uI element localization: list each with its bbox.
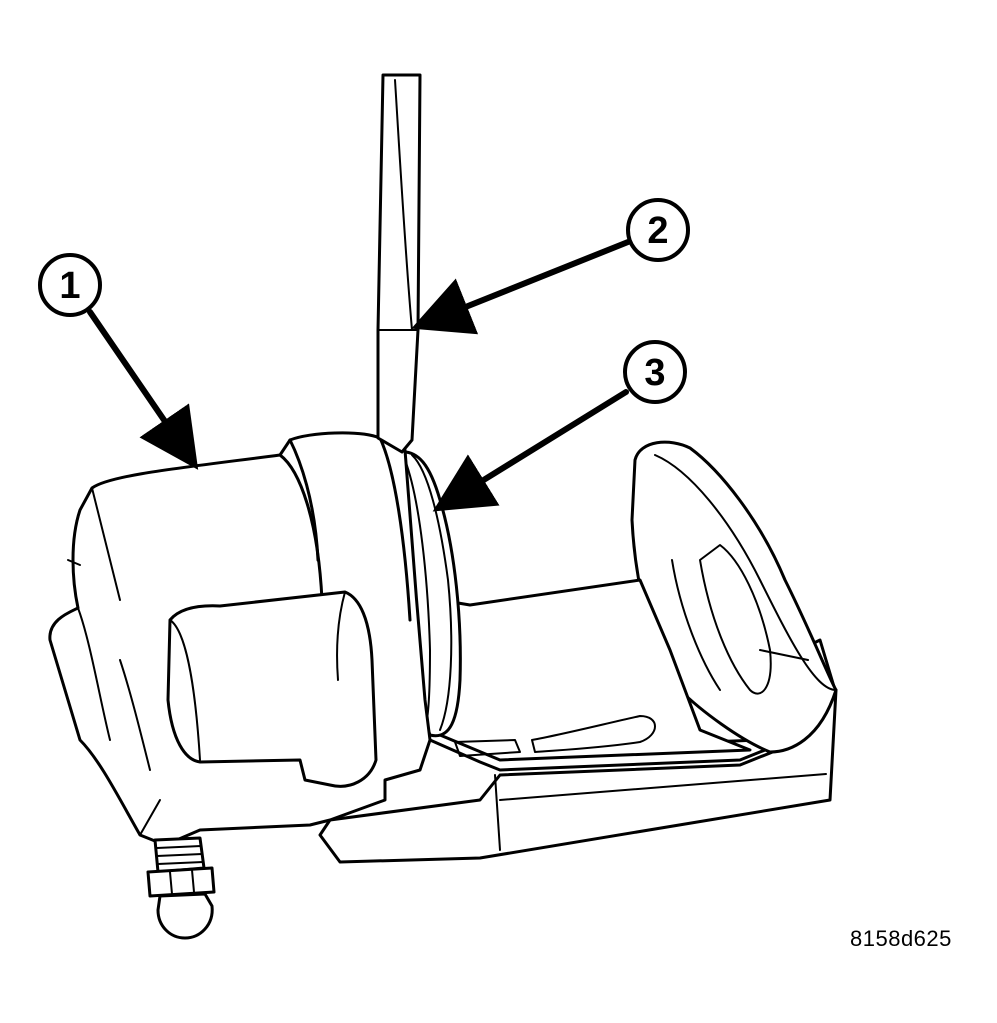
callout-2: 2 (626, 198, 690, 262)
leader-line-3 (432, 389, 629, 512)
leader-line-1 (87, 309, 199, 470)
caliper-housing (48, 431, 432, 847)
leader-line-2 (411, 239, 631, 335)
callout-circle-3 (623, 340, 687, 404)
callout-number-1: 1 (59, 265, 80, 307)
callout-1: 1 (38, 253, 102, 317)
callout-number-3: 3 (644, 352, 665, 394)
pry-tool (376, 73, 422, 454)
callout-circle-2 (626, 198, 690, 262)
callout-3: 3 (623, 340, 687, 404)
bleeder-screw (146, 836, 216, 940)
bracket-right-arm (630, 440, 838, 754)
callout-circle-1 (38, 253, 102, 317)
figure-id-label: 8158d625 (850, 926, 952, 951)
callout-number-2: 2 (647, 210, 668, 252)
base-channel (438, 578, 752, 762)
